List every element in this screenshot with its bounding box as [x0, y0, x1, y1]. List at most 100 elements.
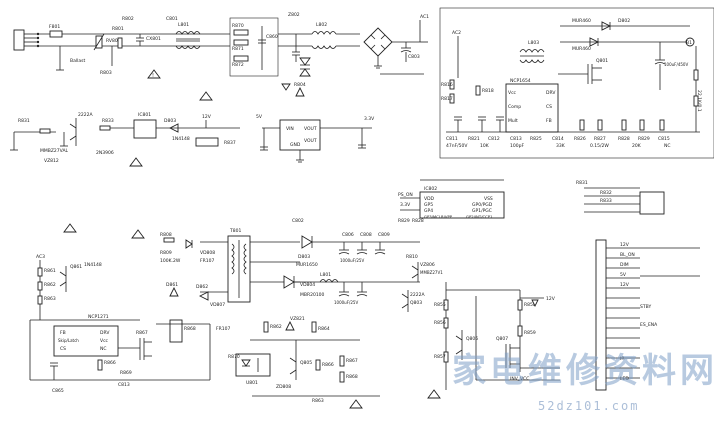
svg-text:DRV: DRV: [100, 330, 110, 336]
svg-text:C802: C802: [292, 218, 304, 224]
svg-text:12V: 12V: [620, 282, 630, 288]
svg-text:R826: R826: [574, 136, 586, 142]
svg-text:GND: GND: [290, 142, 301, 148]
svg-text:FB: FB: [60, 330, 66, 336]
svg-text:12V: 12V: [546, 296, 556, 302]
output-switching: R855 R856 R857 Q806 R858 R859 Q807 12V I…: [427, 282, 560, 399]
svg-text:VZ806: VZ806: [420, 262, 435, 268]
svg-text:L803: L803: [528, 40, 539, 46]
svg-text:VIN: VIN: [286, 126, 294, 132]
svg-text:U801: U801: [246, 380, 258, 386]
svg-text:Ballast: Ballast: [70, 58, 85, 64]
svg-text:C808: C808: [360, 232, 372, 238]
svg-text:FR107: FR107: [216, 326, 230, 332]
svg-text:R829: R829: [638, 136, 650, 142]
svg-text:CX801: CX801: [146, 36, 161, 42]
svg-text:MMBZ27V1: MMBZ27V1: [420, 270, 443, 275]
svg-text:R868: R868: [184, 326, 196, 332]
regulator-block: VIN VOUT VOUT GND 5V 3.3V: [256, 86, 375, 163]
svg-text:VD808: VD808: [200, 250, 215, 256]
svg-text:R859: R859: [524, 330, 536, 336]
svg-text:R862: R862: [270, 324, 282, 330]
svg-text:ZD808: ZD808: [276, 384, 291, 390]
pfc-ic: [505, 83, 559, 133]
svg-text:D803: D803: [164, 118, 176, 124]
svg-text:DIM: DIM: [620, 262, 629, 268]
svg-text:MMBZ27VAL: MMBZ27VAL: [40, 148, 69, 154]
svg-text:CS: CS: [60, 346, 66, 352]
svg-text:R856: R856: [434, 320, 446, 326]
svg-text:FR107: FR107: [200, 258, 214, 264]
svg-text:R871: R871: [232, 46, 244, 52]
svg-text:家电维修资料网: 家电维修资料网: [452, 351, 714, 391]
svg-text:Vcc: Vcc: [508, 90, 517, 96]
svg-text:20K: 20K: [632, 143, 642, 149]
svg-text:R833: R833: [102, 118, 114, 124]
svg-text:Q801: Q801: [596, 58, 608, 64]
svg-text:L802: L802: [316, 22, 327, 28]
svg-text:R863: R863: [312, 398, 324, 404]
svg-text:R821: R821: [468, 136, 480, 142]
svg-text:D803: D803: [298, 254, 310, 260]
svg-text:C803: C803: [408, 54, 420, 60]
svg-text:22.1K/0.1: 22.1K/0.1: [696, 90, 702, 112]
svg-text:MUR460: MUR460: [572, 46, 591, 52]
svg-text:NCP1271: NCP1271: [88, 314, 109, 320]
svg-text:IR: IR: [620, 356, 624, 362]
svg-text:BL_ON: BL_ON: [620, 252, 635, 258]
mcu-ic: [419, 191, 505, 219]
svg-text:1000uF/25V: 1000uF/25V: [334, 300, 358, 305]
svg-text:D861: D861: [166, 282, 178, 288]
svg-text:R825: R825: [530, 136, 542, 142]
svg-text:52dz101.com: 52dz101.com: [538, 399, 639, 413]
svg-text:C812: C812: [488, 136, 500, 142]
svg-text:R855: R855: [434, 302, 446, 308]
svg-text:C813: C813: [510, 136, 522, 142]
svg-text:R828: R828: [618, 136, 630, 142]
svg-text:R831: R831: [18, 118, 30, 124]
svg-text:INV_VCC: INV_VCC: [510, 376, 529, 382]
watermark: 家电维修资料网 52dz101.com: [452, 351, 714, 413]
svg-text:Comp: Comp: [508, 104, 521, 110]
svg-text:3.3V: 3.3V: [364, 116, 375, 122]
svg-text:R810: R810: [406, 254, 418, 260]
svg-text:VZ821: VZ821: [290, 316, 305, 322]
svg-text:R803: R803: [100, 70, 112, 76]
svg-text:AC2: AC2: [452, 30, 461, 36]
svg-text:5V: 5V: [620, 272, 627, 278]
svg-text:Z802: Z802: [288, 12, 300, 18]
svg-text:B1: B1: [686, 40, 692, 46]
svg-text:L801: L801: [320, 272, 331, 278]
svg-text:12V: 12V: [202, 114, 212, 120]
svg-text:GP2/INT/CCP1: GP2/INT/CCP1: [466, 214, 493, 219]
svg-text:R864: R864: [318, 326, 330, 332]
svg-text:D862: D862: [196, 284, 208, 290]
svg-text:R868: R868: [346, 374, 358, 380]
svg-text:Mult: Mult: [508, 118, 518, 124]
svg-text:10K: 10K: [480, 143, 490, 149]
svg-text:R870: R870: [228, 354, 240, 360]
svg-text:R833: R833: [600, 198, 612, 204]
svg-text:R808: R808: [160, 232, 172, 238]
svg-text:R829: R829: [398, 218, 410, 224]
svg-text:Q805: Q805: [300, 360, 312, 366]
svg-text:R818: R818: [482, 88, 494, 94]
svg-text:C813: C813: [118, 382, 130, 388]
svg-text:MBR20100: MBR20100: [300, 292, 325, 298]
svg-text:Vcc: Vcc: [100, 338, 109, 344]
svg-text:R863: R863: [44, 296, 56, 302]
ac-input-section: F801 RV801 CX801 R801 L801 R802 C801 ! R…: [13, 16, 230, 79]
bridge-rectifier: AC1 C803 R804: [281, 14, 429, 91]
svg-text:R866: R866: [104, 360, 116, 366]
svg-text:VD804: VD804: [300, 282, 315, 288]
svg-text:2222A: 2222A: [78, 112, 93, 118]
svg-text:!: !: [152, 73, 154, 79]
svg-text:R861: R861: [44, 268, 56, 274]
svg-text:R862: R862: [44, 282, 56, 288]
svg-text:R857: R857: [434, 354, 446, 360]
svg-text:12V: 12V: [620, 242, 630, 248]
svg-text:R809: R809: [160, 250, 172, 256]
emi-box: R870 R871 R872 C860 L802 Z802: [229, 12, 337, 77]
svg-text:47nF/50V: 47nF/50V: [446, 143, 468, 149]
